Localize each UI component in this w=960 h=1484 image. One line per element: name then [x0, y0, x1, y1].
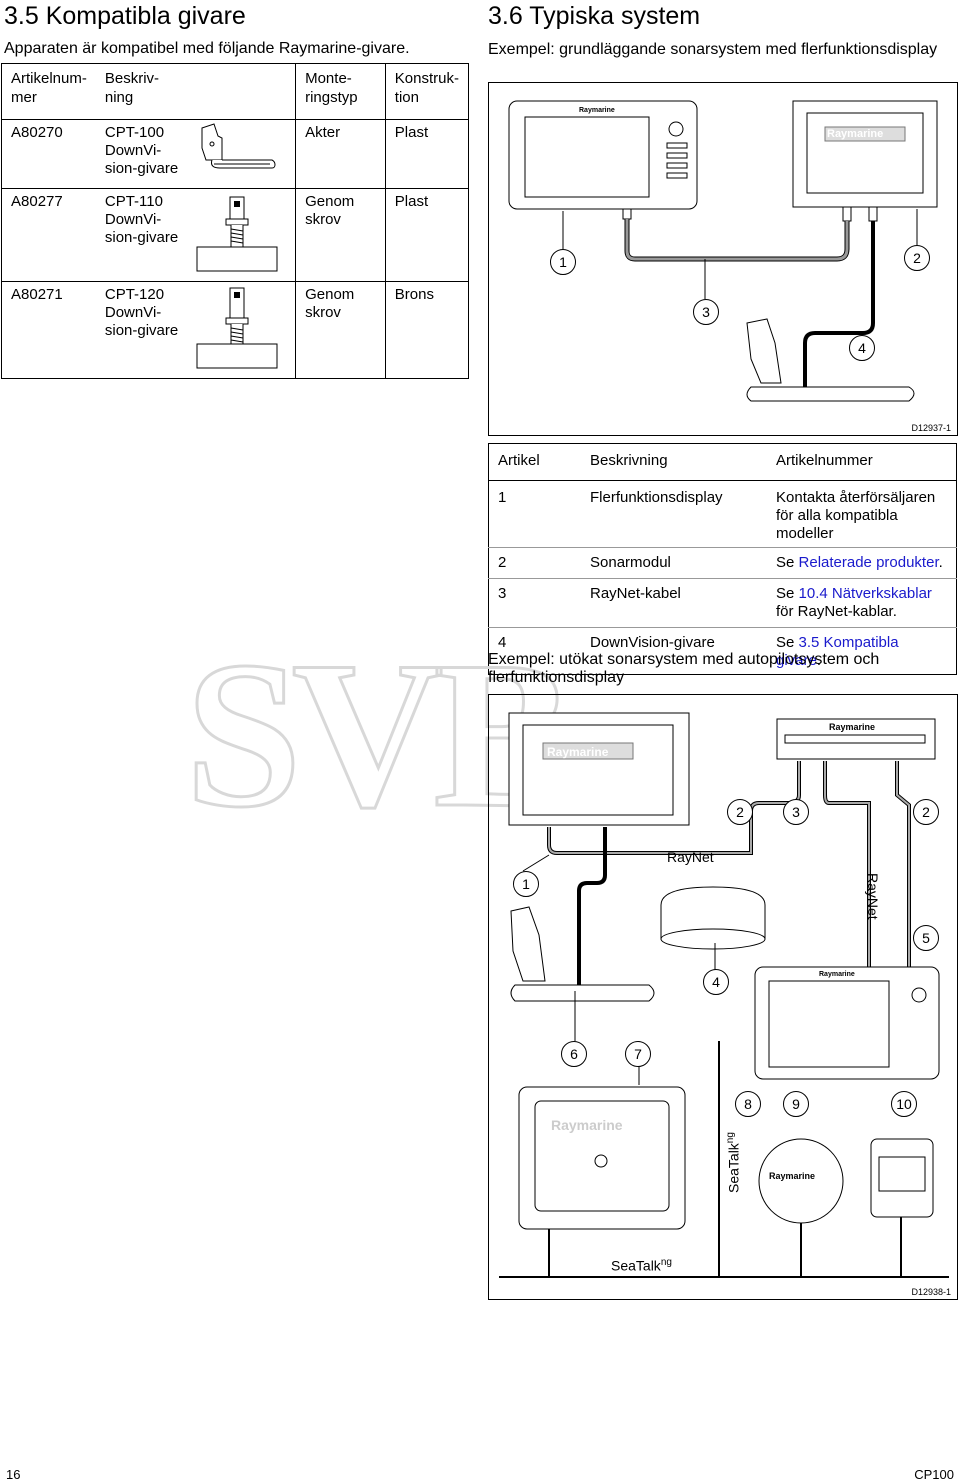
- network-cables-link[interactable]: 10.4 Nätverkskablar: [798, 585, 932, 602]
- col-header-material: Konstruk- tion: [384, 63, 469, 120]
- callout-3: 3: [783, 799, 809, 825]
- items-table: Artikel Beskrivning Artikelnummer 1 Fler…: [488, 443, 957, 675]
- example1-heading: Exempel: grundläggande sonarsystem med f…: [488, 41, 938, 58]
- seatalk-text: SeaTalk: [611, 1257, 661, 1274]
- compass-brand-label: Raymarine: [769, 1171, 816, 1181]
- col-header-partno: Artikelnummer: [767, 443, 957, 481]
- callout-1: 1: [550, 249, 576, 275]
- example2-diagram: Raymarine Raymarine Raymarine Raymarine …: [488, 694, 958, 1300]
- cell-article: A80277: [1, 188, 96, 282]
- ref-prefix: Se: [776, 634, 799, 651]
- transom-transducer-image: [191, 119, 296, 189]
- seatalk-vertical-text: SeaTalk: [725, 1143, 742, 1193]
- cell-ref: Se 3.5 Kompatibla givare.: [767, 628, 957, 675]
- cell-description: CPT-120 DownVi- sion-givare: [95, 281, 192, 379]
- callout-4: 4: [849, 335, 875, 361]
- ref-suffix: .: [816, 652, 822, 669]
- cell-description: CPT-100 DownVi- sion-givare: [95, 119, 192, 189]
- ref-suffix: .: [938, 554, 943, 571]
- cell-item: 4: [498, 634, 507, 651]
- display-brand-label: Raymarine: [819, 971, 855, 978]
- col-header-desc: Beskrivning: [581, 443, 767, 481]
- acu-brand-label: Raymarine: [551, 1117, 623, 1133]
- col-header-mount: Monte- ringstyp: [295, 63, 386, 120]
- callout-2: 2: [727, 799, 753, 825]
- cell-article: A80270: [1, 119, 96, 189]
- cell-ref: Se 10.4 Nätverkskablar för RayNet-kablar…: [767, 578, 957, 628]
- page-number: 16: [6, 1467, 21, 1482]
- cell-mount: Akter: [295, 119, 386, 189]
- sonar-brand-label: Raymarine: [547, 745, 609, 759]
- diagram-code: D12937-1: [911, 423, 951, 433]
- table-row: 1 Flerfunktionsdisplay Kontakta återförs…: [488, 480, 957, 548]
- section-title-compatible-transducers: 3.5 Kompatibla givare: [4, 2, 246, 30]
- product-name: CP100: [914, 1467, 954, 1482]
- callout-7: 7: [625, 1041, 651, 1067]
- callout-9: 9: [783, 1091, 809, 1117]
- cell-article: A80271: [1, 281, 96, 379]
- callout-2b: 2: [913, 799, 939, 825]
- diagram-code: D12938-1: [911, 1287, 951, 1297]
- cell-desc: Flerfunktionsdisplay: [581, 480, 767, 548]
- cell-desc: RayNet-kabel: [581, 578, 767, 628]
- col-header-image: [192, 64, 296, 120]
- module-brand-label: Raymarine: [827, 128, 884, 140]
- table-row: A80271 CPT-120 DownVi- sion-givare Genom…: [1, 281, 469, 379]
- compatible-transducers-table: Artikelnum- mer Beskriv- ning Monte- rin…: [1, 63, 469, 379]
- col-header-article: Artikelnum- mer: [11, 70, 87, 106]
- seatalk-label: SeaTalkng: [611, 1257, 672, 1274]
- cell-material: Brons: [384, 281, 469, 379]
- ref-prefix: Se: [776, 554, 799, 571]
- raynet-label: RayNet: [667, 849, 714, 865]
- intro-text: Apparaten är kompatibel med följande Ray…: [4, 40, 410, 57]
- callout-5: 5: [913, 925, 939, 951]
- callout-3: 3: [693, 299, 719, 325]
- cell-item: 3: [488, 578, 581, 628]
- cell-material: Plast: [384, 119, 469, 189]
- cell-mount: Genom skrov: [295, 281, 386, 379]
- cell-ref: Se Relaterade produkter.: [767, 547, 957, 579]
- callout-1: 1: [513, 871, 539, 897]
- callout-10: 10: [891, 1091, 917, 1117]
- seatalk-vertical-label: SeaTalkng: [725, 1132, 742, 1193]
- seatalk-vertical-sup: ng: [725, 1132, 736, 1144]
- compatible-transducers-link[interactable]: 3.5 Kompatibla givare: [776, 634, 899, 669]
- table-row: 4 DownVision-givare Se 3.5 Kompatibla gi…: [489, 628, 957, 675]
- display-brand-label: Raymarine: [579, 107, 615, 114]
- switch-brand-label: Raymarine: [829, 722, 876, 732]
- section-title-typical-systems: 3.6 Typiska system: [488, 2, 701, 30]
- example2-heading: Exempel: utökat sonarsystem med autopilo…: [488, 651, 880, 686]
- ref-suffix: för RayNet-kablar.: [776, 603, 897, 620]
- cell-desc: Sonarmodul: [581, 547, 767, 579]
- cell-ref: Kontakta återförsäljaren för alla kompat…: [767, 480, 957, 548]
- ref-prefix: Kontakta återförsäljaren för alla kompat…: [776, 489, 936, 542]
- callout-8: 8: [735, 1091, 761, 1117]
- cell-item: 1: [488, 480, 581, 548]
- bronze-transducer-image: [191, 281, 296, 379]
- table-row: A80270 CPT-100 DownVi- sion-givare Akter…: [1, 119, 469, 189]
- seatalk-sup: ng: [660, 1257, 672, 1268]
- thru-hull-transducer-image: [191, 188, 296, 282]
- example1-diagram: Raymarine Raymarine 1 2 3 4 D12937-1: [488, 82, 958, 436]
- related-products-link[interactable]: Relaterade produkter: [798, 554, 939, 571]
- table-row: A80277 CPT-110 DownVi- sion-givare Genom…: [1, 188, 469, 282]
- cell-mount: Genom skrov: [295, 188, 386, 282]
- col-header-item: Artikel: [488, 443, 581, 481]
- cell-description: CPT-110 DownVi- sion-givare: [95, 188, 192, 282]
- callout-2: 2: [904, 245, 930, 271]
- col-header-description: Beskriv- ning: [104, 70, 160, 106]
- raynet-vertical-label: RayNet: [865, 873, 881, 920]
- cell-item: 2: [488, 547, 581, 579]
- cell-desc: DownVision-givare: [590, 634, 715, 651]
- callout-4: 4: [703, 969, 729, 995]
- ref-prefix: Se: [776, 585, 799, 602]
- table-row: 3 RayNet-kabel Se 10.4 Nätverkskablar fö…: [488, 578, 957, 628]
- callout-6: 6: [561, 1041, 587, 1067]
- table-row: 2 Sonarmodul Se Relaterade produkter.: [488, 547, 957, 579]
- cell-material: Plast: [384, 188, 469, 282]
